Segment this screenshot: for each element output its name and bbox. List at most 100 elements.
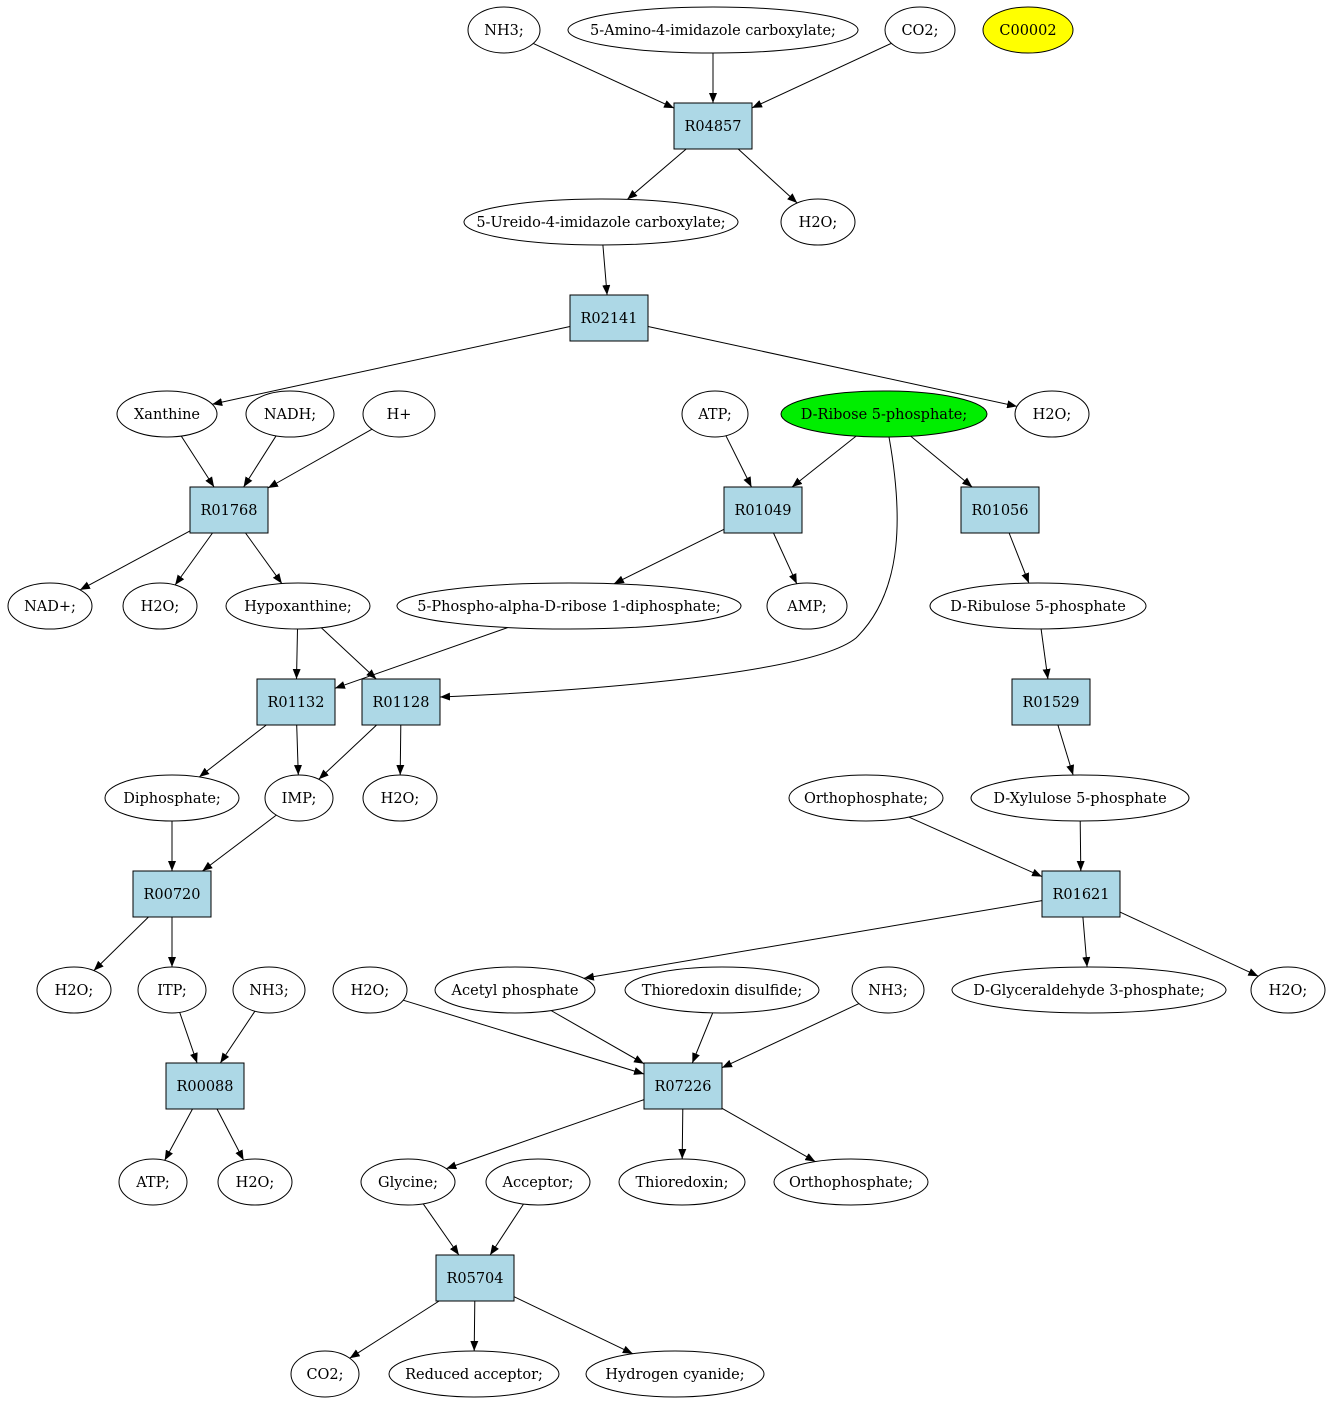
compound-label: Glycine; [378,1175,438,1191]
compound-label: NH3; [484,23,523,39]
reaction-box [569,294,649,342]
compound-node-nh3[interactable]: NH3; [851,966,925,1014]
compound-node-xanthine[interactable]: Xanthine [116,390,218,438]
compound-node-co2[interactable]: CO2; [290,1350,360,1398]
reaction-node-r00720[interactable]: R00720 [132,870,212,918]
compound-label: D-Ribose 5-phosphate; [801,407,967,423]
compound-ellipse [362,390,436,438]
compound-node-orthophosphate[interactable]: Orthophosphate; [788,774,944,822]
edge-r02141-to-xanthine [212,326,571,406]
compound-ellipse [1014,390,1090,438]
compound-node-5-amino-4-imidazole-carboxylate[interactable]: 5-Amino-4-imidazole carboxylate; [567,6,859,54]
compound-node-h[interactable]: H+ [362,390,436,438]
compound-label: NAD+; [24,599,76,615]
compound-node-d-ribulose-5-phosphate[interactable]: D-Ribulose 5-phosphate [929,582,1147,630]
compound-node-5-ureido-4-imidazole-carboxylate[interactable]: 5-Ureido-4-imidazole carboxylate; [463,198,739,246]
reaction-node-r02141[interactable]: R02141 [569,294,649,342]
compound-node-reduced-acceptor[interactable]: Reduced acceptor; [388,1350,560,1398]
reaction-node-r04857[interactable]: R04857 [673,102,753,150]
reaction-node-r00088[interactable]: R00088 [165,1062,245,1110]
compound-node-h2o[interactable]: H2O; [1250,966,1326,1014]
edge-r05704-to-hcn [513,1296,634,1355]
compound-node-5-phospho-alpha-d-ribose-1-diphosphate[interactable]: 5-Phospho-alpha-D-ribose 1-diphosphate; [396,582,742,630]
compound-label: ATP; [697,407,731,423]
reaction-box [435,1254,515,1302]
compound-ellipse [36,966,112,1014]
compound-label: Hypoxanthine; [244,599,352,615]
compound-node-amp[interactable]: AMP; [766,582,848,630]
reaction-node-r01621[interactable]: R01621 [1041,870,1121,918]
compound-node-h2o[interactable]: H2O; [332,966,408,1014]
compound-ellipse [396,582,742,630]
compound-node-h2o[interactable]: H2O; [362,774,438,822]
compound-ellipse [788,774,944,822]
compound-node-d-glyceraldehyde-3-phosphate[interactable]: D-Glyceraldehyde 3-phosphate; [951,966,1227,1014]
compound-node-nh3[interactable]: NH3; [467,6,541,54]
edge-ru5p-to-r01529 [1040,628,1051,680]
reaction-node-r01056[interactable]: R01056 [960,486,1040,534]
reaction-label: R00088 [176,1079,233,1095]
compound-node-hypoxanthine[interactable]: Hypoxanthine; [225,582,371,630]
compound-node-d-ribose-5-phosphate[interactable]: D-Ribose 5-phosphate; [780,390,988,438]
compound-node-thioredoxin-disulfide[interactable]: Thioredoxin disulfide; [624,966,820,1014]
compound-node-h2o[interactable]: H2O; [1014,390,1090,438]
compound-ellipse [463,198,739,246]
reaction-label: R01128 [372,695,429,711]
edge-prpp-to-r01132 [334,627,509,689]
edges-layer [79,42,1259,1359]
reaction-node-r05704[interactable]: R05704 [435,1254,515,1302]
compound-label: Diphosphate; [123,791,221,807]
compound-ellipse [137,966,207,1014]
compound-ellipse [232,966,306,1014]
edge-hypox-to-r01128 [320,627,377,680]
compound-node-hydrogen-cyanide[interactable]: Hydrogen cyanide; [585,1350,765,1398]
compound-node-d-xylulose-5-phosphate[interactable]: D-Xylulose 5-phosphate [970,774,1190,822]
compound-node-thioredoxin[interactable]: Thioredoxin; [618,1158,746,1206]
edge-r01621-to-gap [1082,916,1091,968]
edge-imp-to-r00720 [202,814,277,872]
compound-ellipse [884,6,956,54]
reaction-node-r01529[interactable]: R01529 [1011,678,1091,726]
compound-node-c00002[interactable]: C00002 [982,6,1074,54]
compound-node-acceptor[interactable]: Acceptor; [485,1158,591,1206]
compound-node-atp[interactable]: ATP; [118,1158,188,1206]
compound-node-glycine[interactable]: Glycine; [360,1158,456,1206]
reaction-box [723,486,803,534]
compound-node-h2o[interactable]: H2O; [217,1158,293,1206]
edge-r5p-to-r01056 [910,435,973,488]
edge-r01049-to-amp [773,532,798,585]
compound-node-nad[interactable]: NAD+; [7,582,93,630]
edge-glycine-to-r05704 [422,1203,460,1256]
edge-co2_1-to-r04857 [751,42,892,109]
compound-label: Orthophosphate; [804,791,928,807]
reaction-label: R01529 [1022,695,1079,711]
reaction-node-r01128[interactable]: R01128 [361,678,441,726]
reaction-label: R02141 [580,311,637,327]
edge-r05704-to-co2_2 [349,1300,440,1359]
compound-node-nh3[interactable]: NH3; [232,966,306,1014]
compound-node-acetyl-phosphate[interactable]: Acetyl phosphate [434,966,596,1014]
edge-r5p-to-r01128 [439,436,898,701]
compound-node-diphosphate[interactable]: Diphosphate; [104,774,240,822]
edge-r07226-to-ortho_2 [721,1107,816,1163]
compound-node-h2o[interactable]: H2O; [780,198,856,246]
compound-node-co2[interactable]: CO2; [884,6,956,54]
compound-node-nadh[interactable]: NADH; [245,390,335,438]
edge-xanthine-to-r01768 [180,435,215,488]
reaction-box [643,1062,723,1110]
reaction-node-r01768[interactable]: R01768 [189,486,269,534]
compound-ellipse [388,1350,560,1398]
reaction-node-r07226[interactable]: R07226 [643,1062,723,1110]
compound-label: Thioredoxin disulfide; [642,983,802,999]
compound-node-imp[interactable]: IMP; [264,774,334,822]
compound-node-itp[interactable]: ITP; [137,966,207,1014]
compound-node-h2o[interactable]: H2O; [36,966,112,1014]
reaction-node-r01049[interactable]: R01049 [723,486,803,534]
compound-ellipse [970,774,1190,822]
edge-r02141-to-h2o_2 [647,326,1018,409]
edge-nh3_1-to-r04857 [532,42,675,109]
compound-node-orthophosphate[interactable]: Orthophosphate; [773,1158,929,1206]
compound-node-atp[interactable]: ATP; [681,390,749,438]
reaction-node-r01132[interactable]: R01132 [256,678,336,726]
compound-node-h2o[interactable]: H2O; [122,582,198,630]
